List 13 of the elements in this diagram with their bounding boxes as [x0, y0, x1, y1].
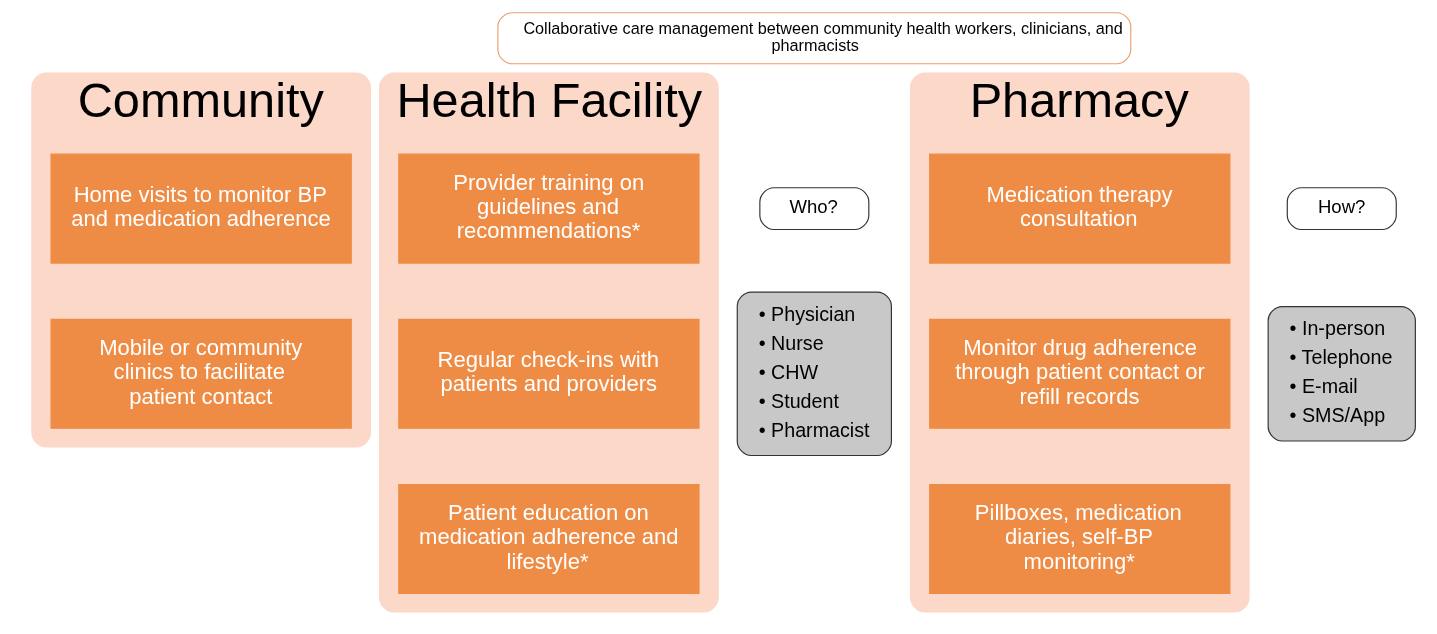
node-box: Medication therapy consultation: [928, 153, 1230, 264]
node-box: Pillboxes, medication diaries, self-BP monitoring*: [928, 483, 1230, 595]
node-box: • In-person • Telephone • E-mail • SMS/App: [1267, 306, 1416, 442]
node-box: How?: [1286, 187, 1397, 231]
node-box: Who?: [758, 187, 869, 231]
node-box: Monitor drug adherence through patient contact or refill records: [928, 318, 1230, 429]
node-box: Patient education on medication adherence and lifestyle*: [397, 483, 700, 595]
node-box: • Physician • Nurse • CHW • Student • Pharmacist: [736, 291, 892, 457]
node-box: Mobile or community clinics to facilitate patient contact: [49, 318, 352, 429]
node-box: Regular check-ins with patients and providers: [397, 318, 700, 429]
node-box: Home visits to monitor BP and medication adherence: [49, 153, 352, 264]
node-box: Collaborative care management between community health workers, clinicians, and pharmacists: [496, 12, 1131, 65]
node-box: Provider training on guidelines and recommendations*: [397, 153, 700, 264]
